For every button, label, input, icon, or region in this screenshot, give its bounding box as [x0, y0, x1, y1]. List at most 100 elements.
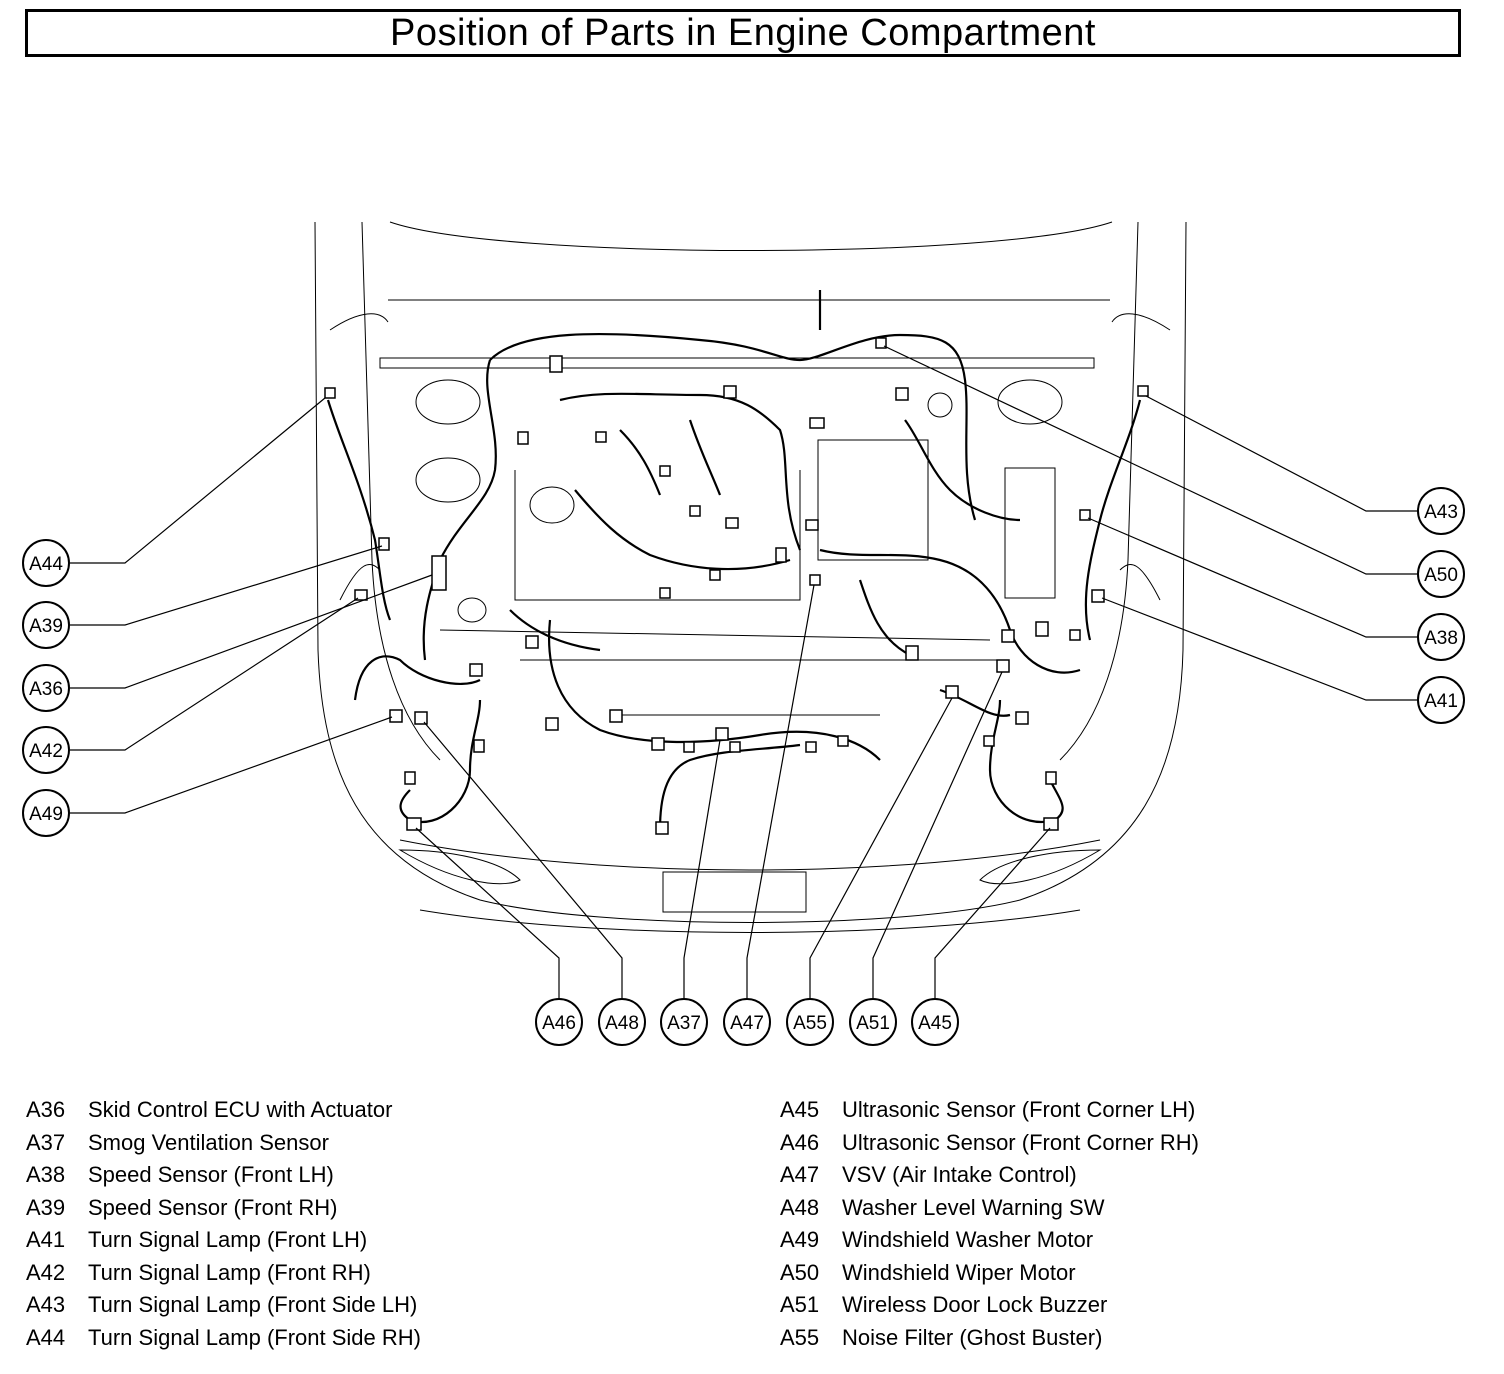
callout-a51: A51	[849, 998, 897, 1046]
connector-a50	[875, 337, 887, 349]
connector-a39	[378, 537, 390, 551]
legend-item: A41 Turn Signal Lamp (Front LH)	[26, 1224, 421, 1257]
svg-text:A51: A51	[856, 1013, 890, 1034]
title-box: Position of Parts in Engine Compartment	[25, 9, 1461, 57]
svg-text:A41: A41	[1424, 691, 1458, 712]
callout-a45: A45	[911, 998, 959, 1046]
callout-a43: A43	[1417, 487, 1465, 535]
legend-name: Turn Signal Lamp (Front Side LH)	[88, 1292, 418, 1317]
callout-a48: A48	[598, 998, 646, 1046]
legend-item: A36 Skid Control ECU with Actuator	[26, 1094, 421, 1127]
legend-name: Smog Ventilation Sensor	[88, 1129, 329, 1155]
svg-text:A48: A48	[605, 1013, 639, 1034]
leader-a46	[415, 827, 560, 998]
legend-code: A55	[780, 1324, 820, 1350]
callout-a41: A41	[1417, 676, 1465, 724]
legend-code: A42	[26, 1259, 66, 1285]
callout-a39: A39	[22, 601, 70, 649]
connector-a46	[406, 817, 422, 831]
legend-name: Windshield Washer Motor	[842, 1227, 1094, 1252]
connector-a44	[324, 387, 336, 399]
connectors	[324, 337, 1149, 835]
leader-a36	[70, 574, 433, 689]
leader-a43	[1145, 395, 1418, 512]
leader-a38	[1087, 517, 1418, 638]
callout-a44: A44	[22, 539, 70, 587]
connector-a51	[996, 659, 1010, 673]
connector-a45	[1043, 817, 1059, 831]
callout-a38: A38	[1417, 613, 1465, 661]
vehicle-body	[314, 221, 1187, 933]
leader-a41	[1101, 597, 1418, 701]
legend-code: A50	[780, 1259, 820, 1285]
leader-a47	[746, 584, 815, 998]
leader-a44	[70, 397, 326, 564]
legend-name: Speed Sensor (Front RH)	[88, 1194, 338, 1220]
leader-a48	[423, 721, 623, 998]
leader-a39	[70, 545, 383, 626]
legend-code: A48	[780, 1194, 820, 1220]
legend-code: A51	[780, 1292, 820, 1317]
connector-a55	[945, 685, 959, 699]
legend-item: A39 Speed Sensor (Front RH)	[26, 1192, 421, 1225]
legend-code: A44	[26, 1324, 66, 1350]
svg-text:A37: A37	[667, 1013, 701, 1034]
legend-code: A39	[26, 1194, 66, 1220]
legend-item: A49 Windshield Washer Motor	[780, 1224, 1199, 1257]
connector-a36	[431, 555, 447, 591]
svg-text:A39: A39	[29, 616, 63, 637]
svg-text:A44: A44	[29, 554, 63, 575]
svg-text:A47: A47	[730, 1013, 764, 1034]
callout-a37: A37	[660, 998, 708, 1046]
legend-name: Turn Signal Lamp (Front LH)	[88, 1227, 368, 1252]
callouts: A44 A39 A36 A42 A49 A43 A50 A38 A41 A46 …	[22, 487, 1465, 1046]
legend-code: A41	[26, 1227, 66, 1252]
callout-a50: A50	[1417, 550, 1465, 598]
legend-item: A45 Ultrasonic Sensor (Front Corner LH)	[780, 1094, 1199, 1127]
legend-code: A43	[26, 1292, 66, 1317]
legend-code: A37	[26, 1129, 66, 1155]
callout-a36: A36	[22, 664, 70, 712]
legend-name: Windshield Wiper Motor	[842, 1259, 1076, 1285]
leader-a42	[70, 597, 359, 751]
svg-text:A49: A49	[29, 804, 63, 825]
page-title: Position of Parts in Engine Compartment	[390, 11, 1096, 54]
leader-a37	[683, 739, 721, 998]
callout-a49: A49	[22, 789, 70, 837]
connector-a47	[809, 574, 821, 586]
wiring-harness	[326, 290, 1142, 831]
legend-code: A46	[780, 1129, 820, 1155]
legend-name: Skid Control ECU with Actuator	[88, 1097, 393, 1122]
legend-name: Washer Level Warning SW	[842, 1194, 1105, 1220]
connector-a48	[414, 711, 428, 725]
legend-name: Ultrasonic Sensor (Front Corner RH)	[842, 1129, 1199, 1155]
legend-code: A45	[780, 1097, 820, 1122]
legend-name: Noise Filter (Ghost Buster)	[842, 1324, 1103, 1350]
leader-a55	[809, 697, 953, 998]
legend-name: Ultrasonic Sensor (Front Corner LH)	[842, 1097, 1196, 1122]
callout-a46: A46	[535, 998, 583, 1046]
legend-item: A55 Noise Filter (Ghost Buster)	[780, 1322, 1199, 1355]
legend-item: A46 Ultrasonic Sensor (Front Corner RH)	[780, 1127, 1199, 1160]
legend-item: A37 Smog Ventilation Sensor	[26, 1127, 421, 1160]
callout-a47: A47	[723, 998, 771, 1046]
legend-code: A49	[780, 1227, 820, 1252]
connector-a43	[1137, 385, 1149, 397]
leader-a51	[872, 671, 1003, 998]
connector-a38	[1079, 509, 1091, 521]
legend-item: A48 Washer Level Warning SW	[780, 1192, 1199, 1225]
leader-a45	[934, 827, 1051, 998]
legend-name: Turn Signal Lamp (Front Side RH)	[88, 1324, 421, 1350]
legend-item: A44 Turn Signal Lamp (Front Side RH)	[26, 1322, 421, 1355]
legend-item: A43 Turn Signal Lamp (Front Side LH)	[26, 1289, 421, 1322]
legend-code: A36	[26, 1097, 66, 1122]
svg-text:A38: A38	[1424, 628, 1458, 649]
callout-a42: A42	[22, 726, 70, 774]
svg-text:A45: A45	[918, 1013, 952, 1034]
legend-right: A45 Ultrasonic Sensor (Front Corner LH) A…	[780, 1094, 1199, 1354]
